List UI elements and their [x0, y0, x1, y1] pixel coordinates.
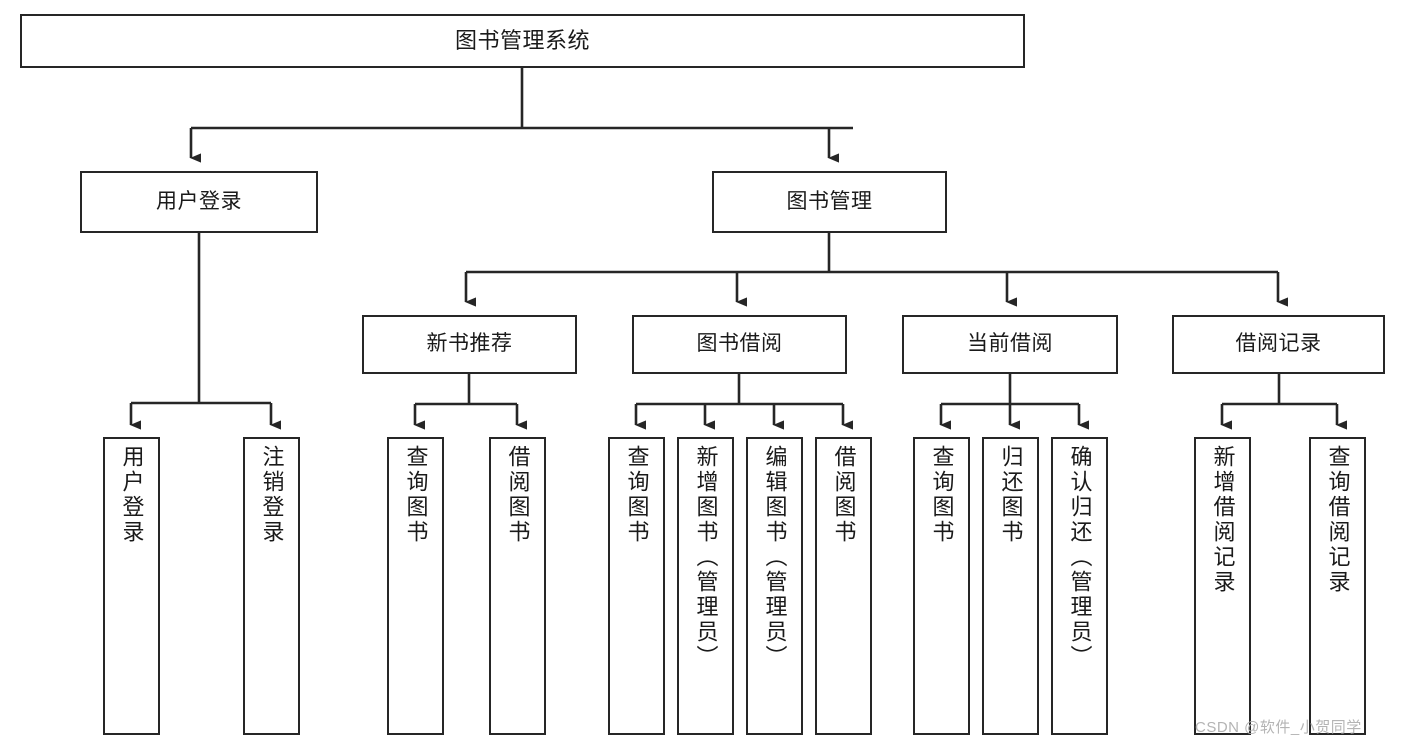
node-user-login[interactable]: 用户登录 — [80, 171, 318, 233]
node-label: 确认归还（管理员） — [1067, 445, 1093, 670]
node-label: 图书管理 — [786, 189, 873, 213]
watermark: CSDN @软件_小贺同学 — [1195, 719, 1362, 736]
node-label: 用户登录 — [156, 189, 242, 213]
node-leaf-edit-book-admin[interactable]: 编辑图书（管理员） — [746, 437, 803, 735]
node-label: 图书借阅 — [696, 332, 783, 356]
node-leaf-logout-login[interactable]: 注销登录 — [243, 437, 300, 735]
node-label: 借阅记录 — [1235, 332, 1322, 356]
node-label: 查询借阅记录 — [1325, 445, 1351, 595]
node-leaf-user-login[interactable]: 用户登录 — [103, 437, 160, 735]
node-leaf-query-book-borrow[interactable]: 查询图书 — [608, 437, 665, 735]
node-leaf-return-book[interactable]: 归还图书 — [982, 437, 1039, 735]
node-leaf-query-borrow-record[interactable]: 查询借阅记录 — [1309, 437, 1366, 735]
node-label: 借阅图书 — [505, 445, 531, 545]
node-leaf-add-borrow-record[interactable]: 新增借阅记录 — [1194, 437, 1251, 735]
node-book-management[interactable]: 图书管理 — [712, 171, 947, 233]
node-leaf-borrow-book-recommend[interactable]: 借阅图书 — [489, 437, 546, 735]
node-label: 注销登录 — [259, 445, 285, 545]
node-leaf-confirm-return-admin[interactable]: 确认归还（管理员） — [1051, 437, 1108, 735]
node-label: 新书推荐 — [426, 332, 513, 356]
node-current-borrow[interactable]: 当前借阅 — [902, 315, 1118, 374]
node-root-book-management-system[interactable]: 图书管理系统 — [20, 14, 1025, 68]
node-label: 查询图书 — [929, 445, 955, 545]
node-label: 归还图书 — [998, 445, 1024, 545]
node-book-borrow[interactable]: 图书借阅 — [632, 315, 847, 374]
node-label: 当前借阅 — [967, 332, 1053, 356]
node-label: 新增图书（管理员） — [693, 445, 719, 670]
node-leaf-query-book-current[interactable]: 查询图书 — [913, 437, 970, 735]
node-leaf-add-book-admin[interactable]: 新增图书（管理员） — [677, 437, 734, 735]
node-label: 查询图书 — [624, 445, 650, 545]
node-label: 图书管理系统 — [454, 28, 590, 54]
node-label: 查询图书 — [403, 445, 429, 545]
node-label: 用户登录 — [119, 445, 145, 545]
node-borrow-record[interactable]: 借阅记录 — [1172, 315, 1385, 374]
node-label: 借阅图书 — [831, 445, 857, 545]
node-new-book-recommend[interactable]: 新书推荐 — [362, 315, 577, 374]
node-leaf-query-book-recommend[interactable]: 查询图书 — [387, 437, 444, 735]
node-label: 编辑图书（管理员） — [762, 445, 788, 670]
node-leaf-borrow-book[interactable]: 借阅图书 — [815, 437, 872, 735]
node-label: 新增借阅记录 — [1210, 445, 1236, 595]
